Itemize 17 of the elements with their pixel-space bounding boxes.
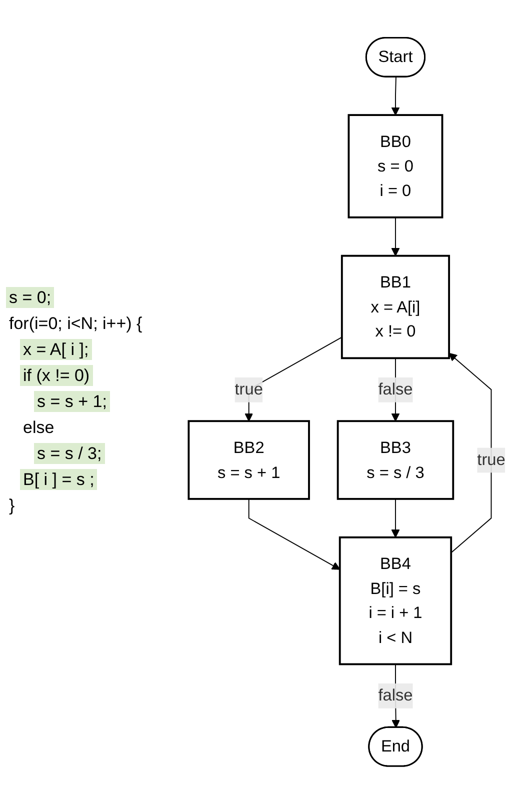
arrow — [391, 498, 400, 538]
node-box: BB3 s = s / 3 — [336, 420, 454, 500]
edge-label: true — [234, 380, 263, 398]
node-box: BB4 B[i] = s i = i + 1 i < N — [338, 536, 452, 665]
edge-label: true — [477, 450, 506, 469]
code-line: for(i=0; i<N; i++) { — [8, 312, 144, 334]
node-box: BB0 s = 0 i = 0 — [348, 114, 444, 218]
code-line: } — [8, 494, 16, 516]
arrow — [391, 76, 400, 116]
node-box: BB1 x = A[i] x != 0 — [340, 254, 450, 359]
edge-label: false — [378, 380, 413, 398]
code-line: else — [22, 416, 56, 438]
edge-label: false — [378, 686, 413, 704]
arrow — [391, 216, 400, 256]
arrow — [248, 498, 340, 570]
arrow — [448, 352, 492, 553]
node-box: BB2 s = s + 1 — [188, 420, 310, 500]
